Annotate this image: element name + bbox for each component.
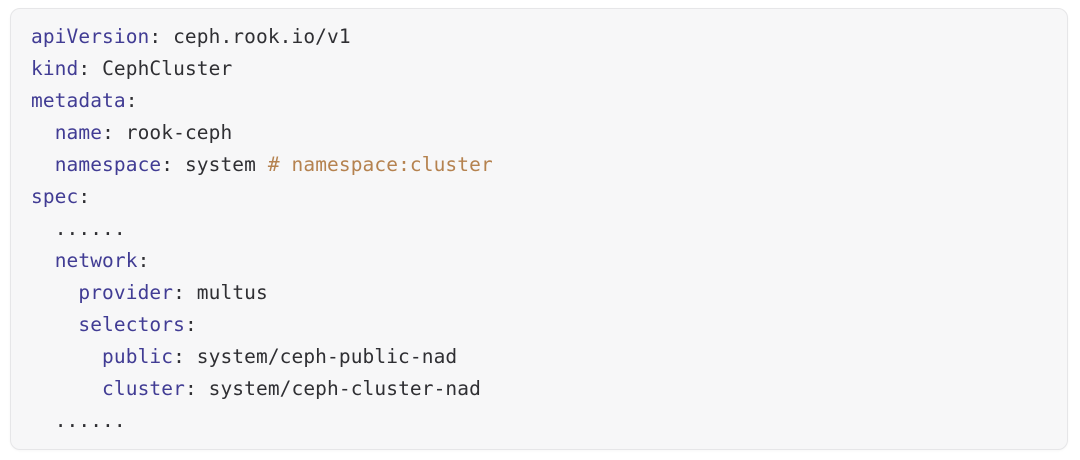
code-value: CephCluster: [102, 57, 233, 80]
code-colon: :: [149, 25, 162, 48]
code-colon: :: [137, 249, 150, 272]
code-space: [161, 25, 173, 48]
code-indent: [31, 377, 102, 400]
code-key: network: [54, 249, 138, 272]
code-colon: :: [173, 281, 185, 304]
code-line: spec:: [31, 181, 1057, 213]
code-key: name: [54, 121, 103, 144]
code-colon: :: [78, 57, 91, 80]
code-colon: :: [78, 185, 91, 208]
code-colon: :: [125, 89, 138, 112]
code-line: network:: [31, 245, 1057, 277]
code-space: [185, 281, 197, 304]
code-value: system/ceph-cluster-nad: [208, 377, 481, 400]
code-line: ......: [31, 213, 1057, 245]
code-indent: [31, 249, 55, 272]
code-value: system: [184, 153, 268, 176]
code-indent: [31, 409, 55, 432]
code-line: name: rook-ceph: [31, 117, 1057, 149]
code-colon: :: [173, 345, 185, 368]
code-colon: :: [184, 313, 197, 336]
code-indent: [31, 153, 55, 176]
code-colon: :: [184, 377, 197, 400]
code-key: selectors: [78, 313, 185, 336]
code-line: apiVersion: ceph.rook.io/v1: [31, 21, 1057, 53]
code-comment: # namespace:cluster: [267, 153, 493, 176]
code-key: kind: [31, 57, 79, 80]
code-indent: [31, 217, 55, 240]
code-value: ......: [54, 217, 126, 240]
code-value: system/ceph-public-nad: [196, 345, 458, 368]
code-line: cluster: system/ceph-cluster-nad: [31, 373, 1057, 405]
code-value: rook-ceph: [125, 121, 233, 144]
code-key: apiVersion: [31, 25, 150, 48]
code-indent: [31, 121, 55, 144]
code-space: [185, 345, 197, 368]
code-value: ceph.rook.io/v1: [173, 25, 351, 48]
code-indent: [31, 313, 78, 336]
code-space: [173, 153, 185, 176]
code-value: multus: [196, 281, 268, 304]
code-colon: :: [102, 121, 114, 144]
code-line: ......: [31, 405, 1057, 437]
code-key: public: [102, 345, 174, 368]
code-indent: [31, 281, 78, 304]
code-key: metadata: [31, 89, 126, 112]
code-line: kind: CephCluster: [31, 53, 1057, 85]
code-line: selectors:: [31, 309, 1057, 341]
code-line: namespace: system # namespace:cluster: [31, 149, 1057, 181]
code-line: metadata:: [31, 85, 1057, 117]
code-value: ......: [54, 409, 126, 432]
code-space: [197, 377, 209, 400]
code-space: [90, 57, 102, 80]
code-key: spec: [31, 185, 79, 208]
code-key: cluster: [102, 377, 185, 400]
code-line: public: system/ceph-public-nad: [31, 341, 1057, 373]
code-colon: :: [161, 153, 174, 176]
code-space: [114, 121, 126, 144]
code-key: namespace: [54, 153, 162, 176]
code-key: provider: [78, 281, 174, 304]
code-indent: [31, 345, 102, 368]
code-line: provider: multus: [31, 277, 1057, 309]
